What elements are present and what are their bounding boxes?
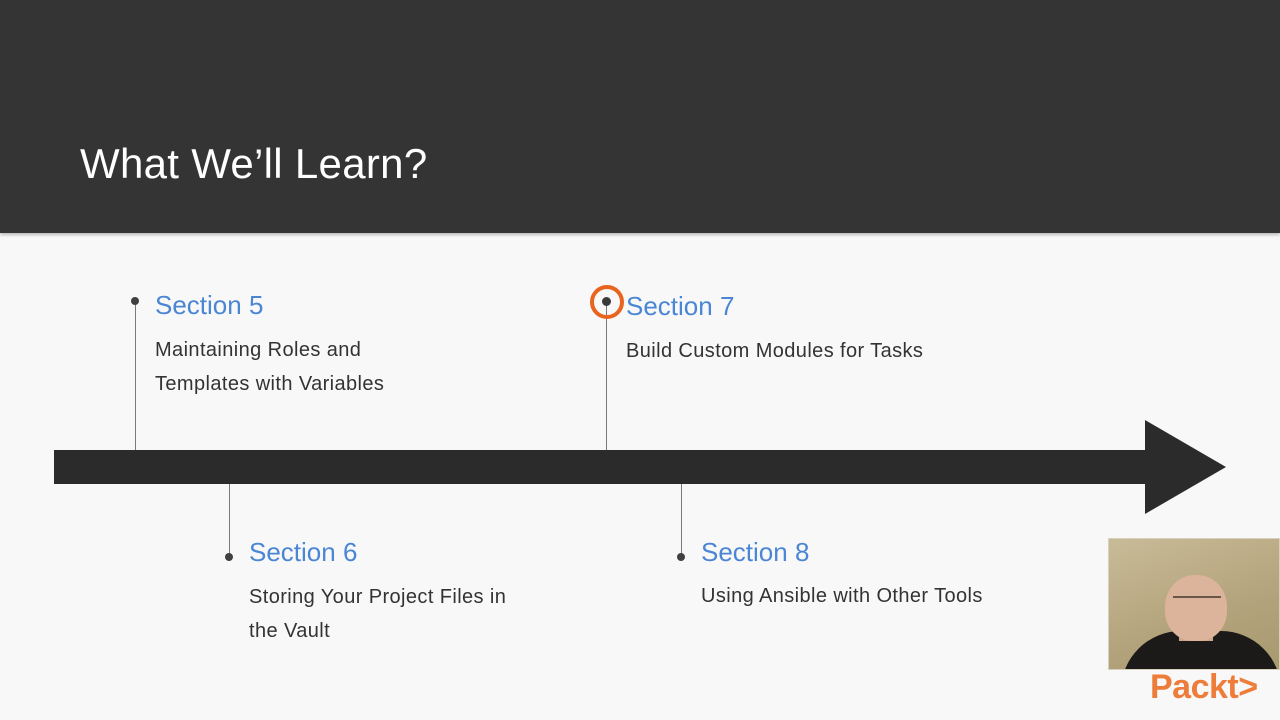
presenter-head <box>1165 575 1227 641</box>
timeline-marker <box>131 297 139 305</box>
section-6-description: Storing Your Project Files in the Vault <box>249 580 506 648</box>
cursor-highlight-icon <box>590 285 624 319</box>
timeline-connector <box>606 305 607 450</box>
presenter-glasses <box>1173 596 1221 608</box>
packt-logo: Packt> <box>1150 668 1258 706</box>
slide-title: What We’ll Learn? <box>80 140 428 187</box>
section-5-description: Maintaining Roles and Templates with Var… <box>155 333 384 401</box>
section-6-heading: Section 6 <box>249 537 358 567</box>
slide-header: What We’ll Learn? <box>0 0 1280 233</box>
section-7-description-line: Build Custom Modules for Tasks <box>626 340 924 362</box>
section-5-description-line: Templates with Variables <box>155 373 385 395</box>
timeline-marker <box>677 553 685 561</box>
section-5-heading: Section 5 <box>155 290 264 320</box>
section-8-description: Using Ansible with Other Tools <box>701 579 983 613</box>
timeline-bar <box>54 450 1146 484</box>
section-6-description-line: Storing Your Project Files in <box>249 586 507 608</box>
arrow-right-icon <box>1145 420 1226 514</box>
section-8-description-line: Using Ansible with Other Tools <box>701 585 983 607</box>
section-6-description-line: the Vault <box>249 620 331 642</box>
section-5-description-line: Maintaining Roles and <box>155 339 362 361</box>
timeline-connector <box>229 484 230 557</box>
section-8-heading: Section 8 <box>701 537 810 567</box>
timeline-connector <box>681 484 682 557</box>
timeline-marker <box>225 553 233 561</box>
section-7-description: Build Custom Modules for Tasks <box>626 334 923 368</box>
timeline-connector <box>135 301 136 450</box>
presenter-webcam <box>1108 538 1280 670</box>
timeline-marker <box>602 297 611 306</box>
section-7-heading: Section 7 <box>626 291 735 321</box>
